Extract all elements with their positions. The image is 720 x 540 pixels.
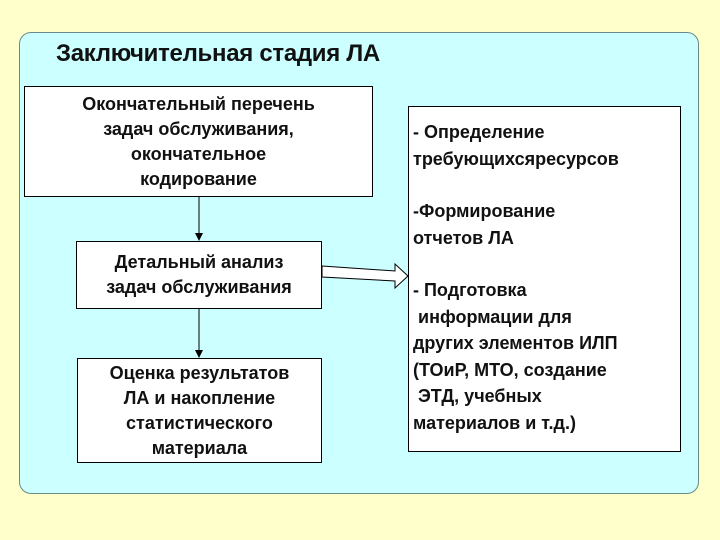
- box4-line: требующихсяресурсов: [413, 148, 619, 169]
- outputs-box: - Определение требующихсяресурсов -Форми…: [408, 106, 681, 452]
- box1-line: кодирование: [140, 168, 257, 189]
- box4-line: ЭТД, учебных: [413, 386, 542, 406]
- box1-line: окончательное: [130, 143, 267, 164]
- box4-line: отчетов ЛА: [413, 227, 514, 248]
- box2-line: Детальный анализ: [114, 252, 284, 272]
- box4-line: -Формирование: [413, 201, 556, 221]
- results-evaluation-box: Оценка результатов ЛА и накопление стати…: [77, 358, 322, 463]
- box1-line: Окончательный перечень: [82, 93, 315, 114]
- box4-line: - Определение: [413, 122, 545, 142]
- box4-line: - Подготовка: [413, 280, 527, 300]
- box4-line: информации для: [413, 306, 572, 327]
- box1-line: задач обслуживания,: [103, 118, 294, 139]
- slide-title: Заключительная стадия ЛА: [56, 40, 380, 67]
- box2-line: задач обслуживания: [106, 277, 292, 297]
- block-arrow-right: [321, 262, 409, 290]
- box4-line: других элементов ИЛП: [413, 333, 618, 353]
- box3-line: ЛА и накопление: [123, 387, 276, 408]
- final-task-list-box: Окончательный перечень задач обслуживани…: [24, 86, 373, 197]
- arrow-head-2: [195, 350, 203, 358]
- box3-line: Оценка результатов: [109, 362, 290, 383]
- arrow-head-1: [195, 233, 203, 241]
- box4-line: (ТОиР, МТО, создание: [413, 359, 607, 380]
- box3-line: материала: [151, 437, 248, 458]
- box4-line: материалов и т.д.): [413, 412, 576, 433]
- detailed-analysis-box: Детальный анализ задач обслуживания: [76, 241, 322, 309]
- box3-line: статистического: [126, 412, 273, 433]
